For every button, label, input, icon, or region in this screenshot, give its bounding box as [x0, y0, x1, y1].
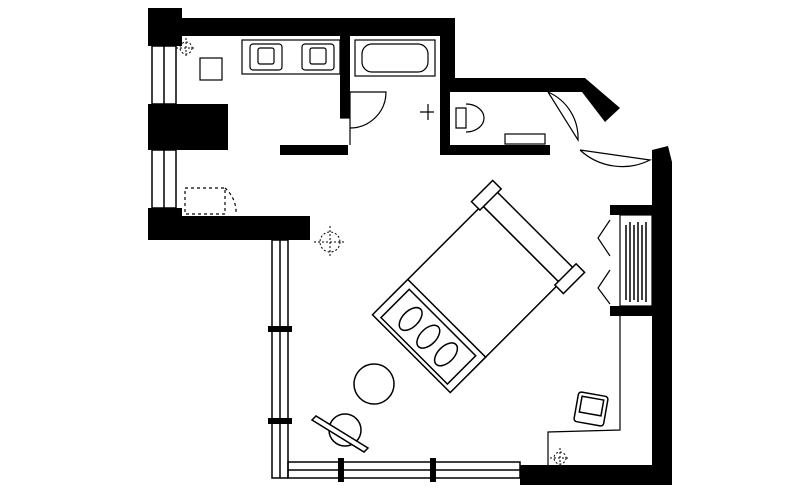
bed-icon [371, 179, 586, 394]
kitchenette-counter [184, 187, 226, 215]
desk-icon [310, 413, 370, 453]
shelf [199, 57, 223, 81]
door-swing-icon [579, 149, 652, 168]
armchair-icon [573, 391, 609, 427]
ceiling-light-icon [550, 448, 570, 468]
windows [151, 45, 521, 479]
shower-fixture-icon [420, 104, 434, 120]
round-table-icon [353, 363, 395, 405]
door-swing-icon [349, 91, 387, 129]
vanity-counter [241, 39, 341, 75]
sink-icon [249, 43, 283, 71]
walls [148, 8, 672, 485]
vanity-small [504, 133, 546, 145]
window-mullions [268, 326, 436, 482]
bathtub-icon [354, 39, 436, 77]
room-outline [547, 316, 621, 465]
ceiling-light-icon [176, 38, 196, 58]
door-swing-icon [547, 91, 579, 142]
sink-icon [301, 43, 335, 71]
ceiling-light-icon [314, 226, 346, 258]
wardrobe-icon [597, 214, 653, 307]
toilet-icon [455, 103, 485, 133]
